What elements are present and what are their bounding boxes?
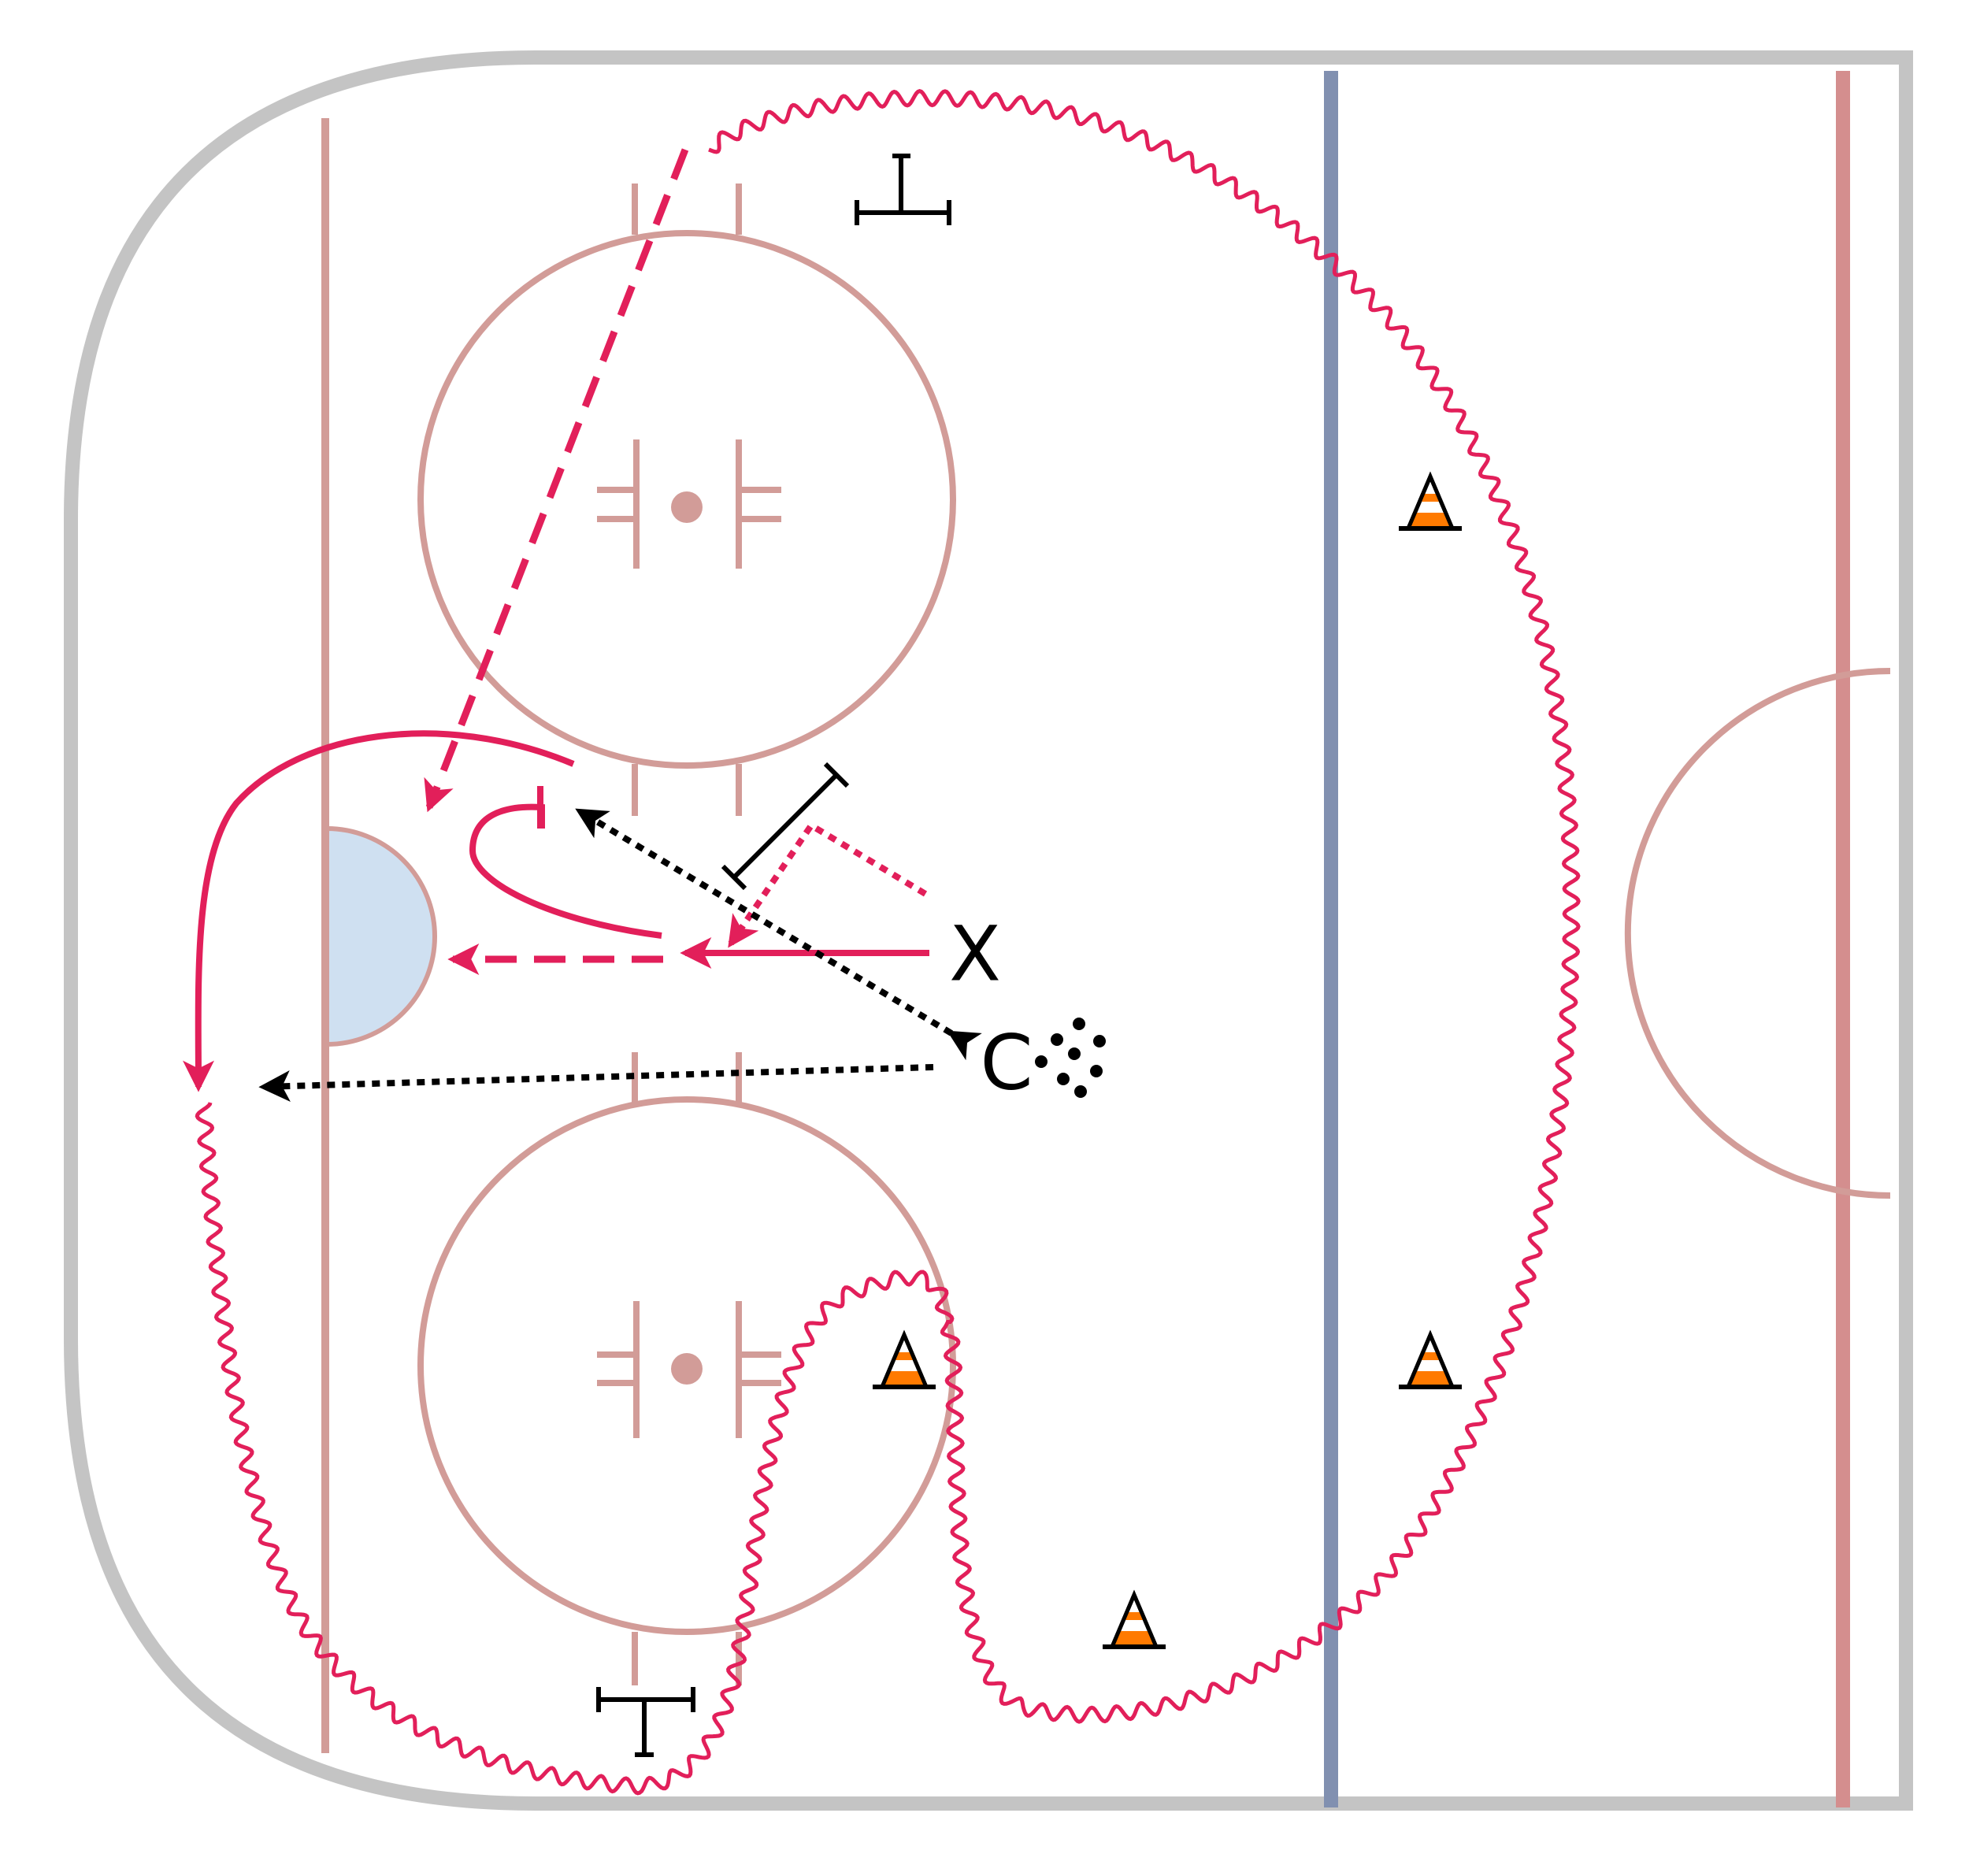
pass-double-arrow	[575, 808, 982, 1061]
skating-path-curve	[182, 730, 575, 1092]
goal-crease	[324, 825, 437, 1047]
center-circle	[1625, 668, 1891, 1199]
bottom-faceoff-circle	[417, 1052, 956, 1685]
cone-icon	[1399, 1329, 1462, 1389]
cone-icon	[873, 1329, 936, 1389]
skating-path-dashed	[424, 148, 689, 813]
cone-icon	[1103, 1589, 1166, 1649]
net-icon	[596, 1687, 695, 1757]
cone-icon	[1399, 471, 1462, 531]
coach-icon: C	[980, 1018, 1033, 1107]
net-icon	[855, 154, 951, 225]
top-faceoff-circle	[417, 184, 956, 816]
rink-boards	[64, 50, 1913, 1811]
puck-pile-icon	[1035, 1018, 1106, 1098]
faceoff-dot	[671, 491, 703, 523]
pass-arrow	[258, 1064, 934, 1103]
player-x-icon: X	[949, 910, 1001, 998]
skating-path-wavy	[195, 88, 1581, 1796]
faceoff-dot	[671, 1353, 703, 1385]
